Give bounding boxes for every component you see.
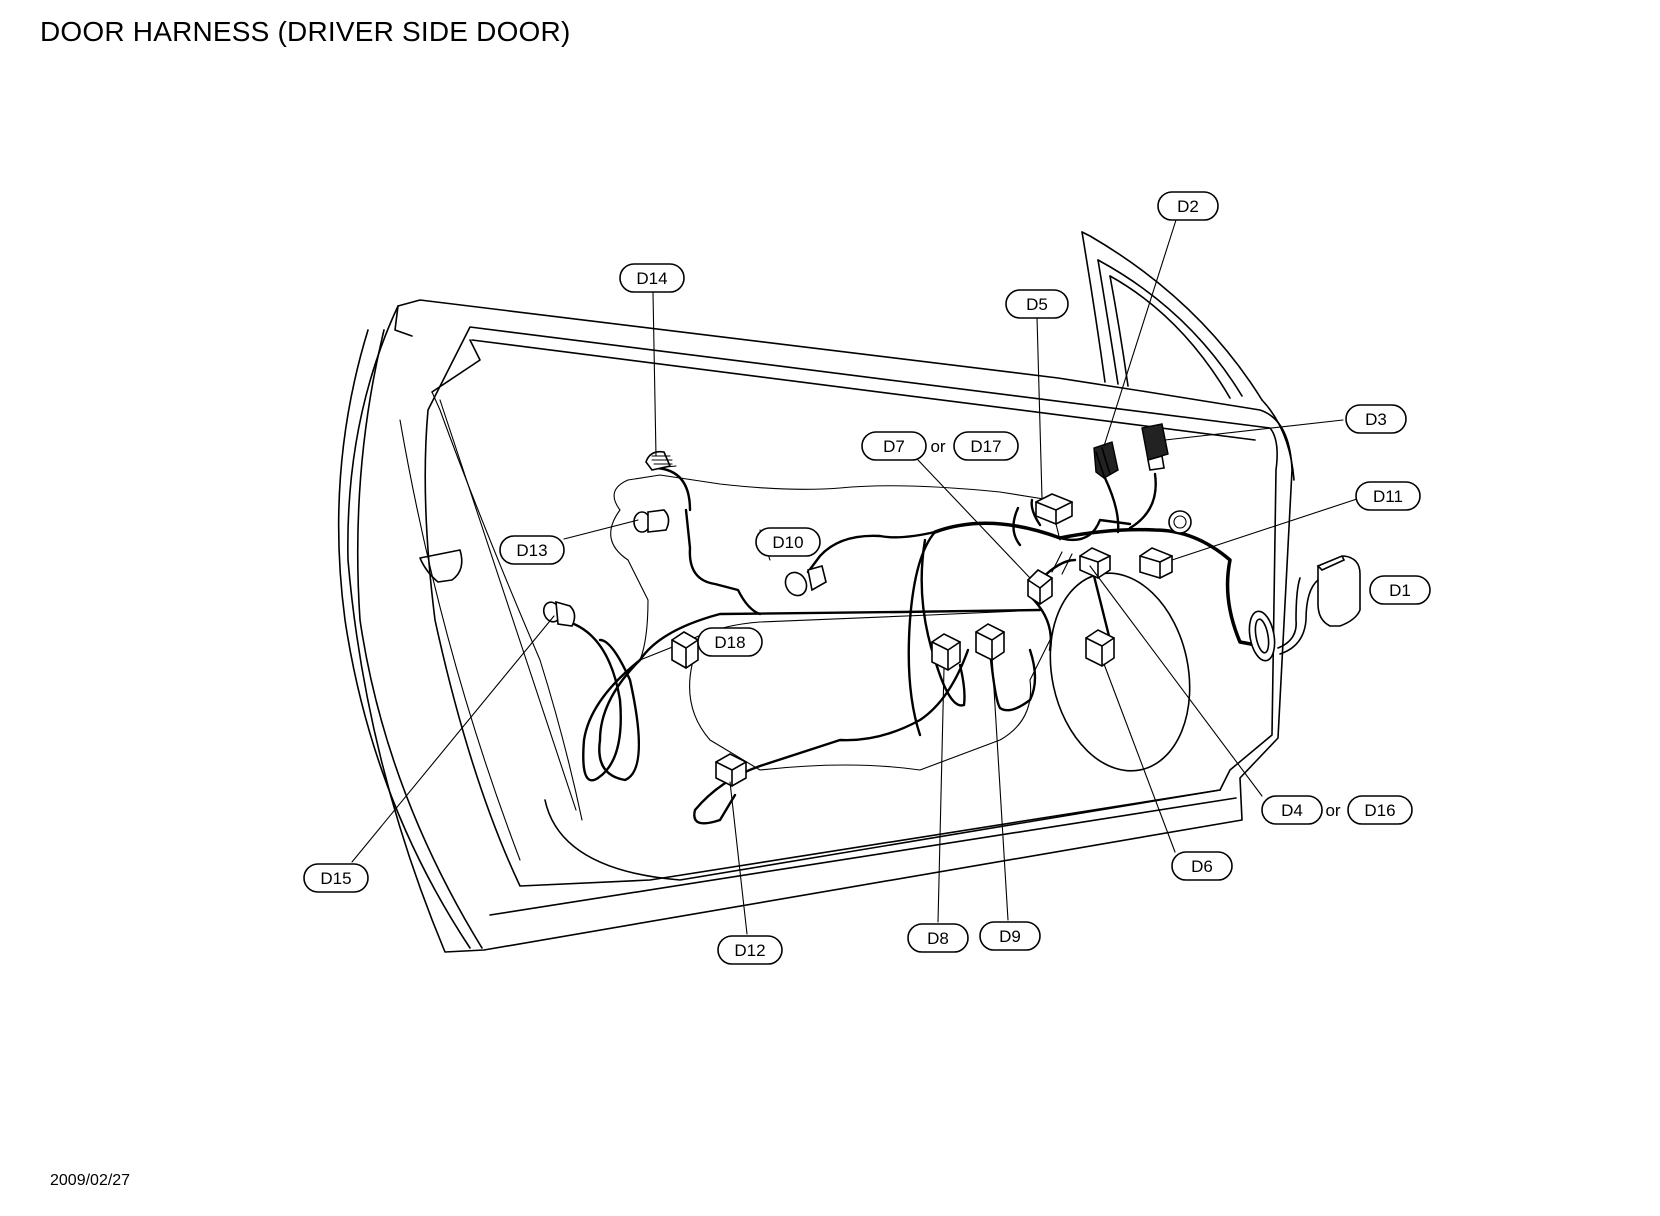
d8-connector-shape [931, 633, 961, 671]
label-d13: D13 [499, 535, 565, 565]
connector-shapes [542, 423, 1361, 787]
d5-leader [1036, 316, 1043, 499]
label-d15: D15 [303, 863, 369, 893]
d12-leader [729, 781, 748, 935]
leader-lines [351, 219, 1361, 935]
d7-leader [917, 459, 1031, 579]
label-d7: D7 [861, 431, 927, 461]
label-d5: D5 [1005, 289, 1069, 319]
label-d3: D3 [1345, 404, 1407, 434]
d1-connector-shape [1277, 554, 1361, 655]
wire-harness [572, 465, 1274, 825]
d15-leader [351, 615, 555, 863]
label-d13-text: D13 [516, 541, 547, 560]
label-d5-text: D5 [1026, 295, 1048, 314]
d14-leader [652, 292, 657, 457]
label-d6-text: D6 [1191, 857, 1213, 876]
label-d18: D18 [697, 627, 763, 657]
label-d16: D16 [1347, 795, 1413, 825]
d9-leader [991, 655, 1009, 921]
d2-leader [1103, 219, 1177, 447]
date-stamp: 2009/02/27 [50, 1172, 131, 1189]
label-d18-text: D18 [714, 633, 745, 652]
d11-leader [1171, 497, 1361, 561]
label-d4-text: D4 [1281, 801, 1303, 820]
label-d10-text: D10 [772, 533, 803, 552]
label-d1: D1 [1369, 575, 1431, 605]
door-outline [337, 231, 1295, 953]
label-d8: D8 [907, 923, 969, 953]
d4-connector-shape [1079, 547, 1111, 579]
d6-connector-shape [1085, 629, 1115, 667]
label-d10: D10 [755, 527, 821, 557]
label-d9-text: D9 [999, 927, 1021, 946]
label-d2: D2 [1157, 191, 1219, 221]
d6-leader [1103, 663, 1176, 853]
or-d4-d16: or [1325, 801, 1340, 820]
connector-labels: D1 D2 D3 D5 D14 D7 or D17 D11 [303, 191, 1431, 965]
page-title: DOOR HARNESS (DRIVER SIDE DOOR) [40, 16, 571, 47]
label-d4: D4 [1261, 795, 1323, 825]
label-d16-text: D16 [1364, 801, 1395, 820]
label-d14: D14 [619, 263, 685, 293]
label-d12-text: D12 [734, 941, 765, 960]
grommet-mid [1168, 510, 1192, 534]
d4-leader [1089, 565, 1263, 797]
d9-connector-shape [975, 623, 1005, 661]
d3-leader [1164, 419, 1344, 441]
label-d8-text: D8 [927, 929, 949, 948]
d15-connector-shape [542, 600, 576, 627]
d3-connector-shape [1141, 423, 1169, 471]
or-d7-d17: or [930, 437, 945, 456]
label-d11-text: D11 [1373, 487, 1403, 506]
d13-leader [563, 519, 639, 540]
d7-connector-shape [1027, 569, 1053, 605]
d2-connector-shape [1093, 441, 1119, 479]
label-d2-text: D2 [1177, 197, 1199, 216]
label-d3-text: D3 [1365, 410, 1387, 429]
label-d14-text: D14 [636, 269, 667, 288]
label-d17-text: D17 [970, 437, 1001, 456]
label-d6: D6 [1171, 851, 1233, 881]
d13-connector-shape [633, 509, 670, 533]
d18-connector-shape [671, 631, 699, 669]
label-d15-text: D15 [320, 869, 351, 888]
d11-connector-shape [1139, 547, 1173, 579]
d12-connector-shape [715, 753, 747, 787]
d8-leader [937, 667, 945, 923]
label-d12: D12 [717, 935, 783, 965]
label-d11: D11 [1355, 481, 1421, 511]
label-d9: D9 [979, 921, 1041, 951]
d5-connector-shape [1035, 493, 1073, 525]
label-d1-text: D1 [1389, 581, 1411, 600]
label-d17: D17 [953, 431, 1019, 461]
d10-connector-shape [784, 565, 827, 597]
label-d7-text: D7 [883, 437, 905, 456]
